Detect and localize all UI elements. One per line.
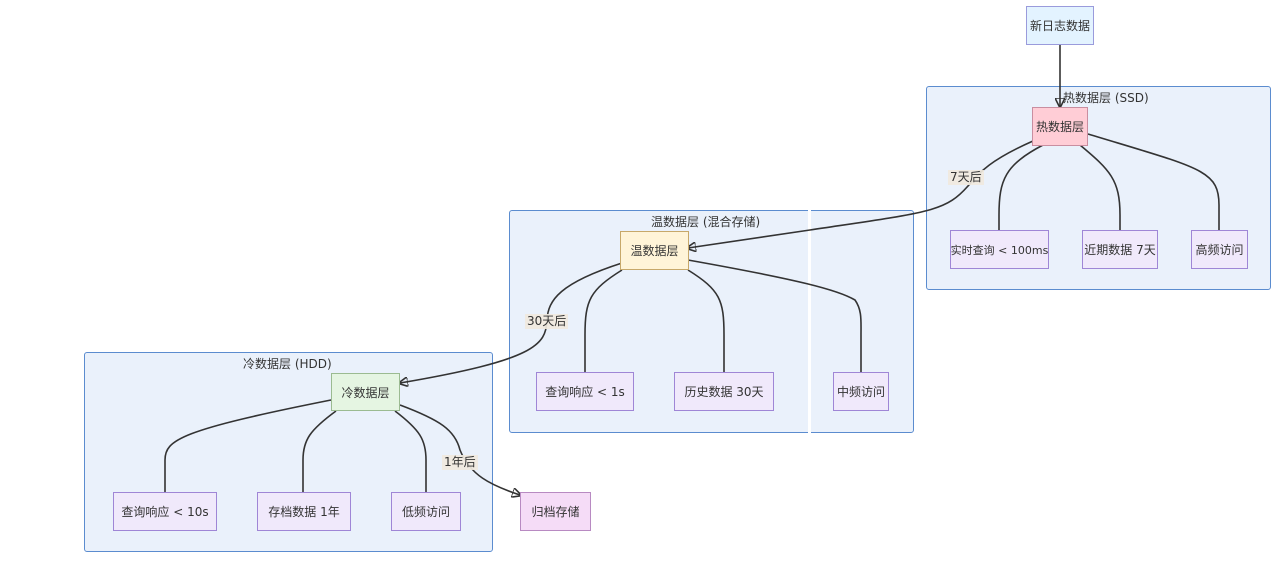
edge-label-warm-cold: 30天后 bbox=[525, 314, 569, 329]
edge-label-cold-archive: 1年后 bbox=[442, 455, 478, 470]
hot-freq-node[interactable]: 高频访问 bbox=[1191, 230, 1248, 269]
cold-cluster-title: 冷数据层 (HDD) bbox=[243, 357, 332, 371]
new-log-node[interactable]: 新日志数据 bbox=[1026, 6, 1094, 45]
warm-query-node[interactable]: 查询响应 < 1s bbox=[536, 372, 634, 411]
hot-recent-node[interactable]: 近期数据 7天 bbox=[1082, 230, 1158, 269]
warm-cluster-title: 温数据层 (混合存储) bbox=[651, 215, 761, 229]
warm-freq-node[interactable]: 中频访问 bbox=[833, 372, 889, 411]
warm-history-node[interactable]: 历史数据 30天 bbox=[674, 372, 774, 411]
hot-query-node[interactable]: 实时查询 < 100ms bbox=[950, 230, 1049, 269]
cold-query-node[interactable]: 查询响应 < 10s bbox=[113, 492, 217, 531]
cold-freq-node[interactable]: 低频访问 bbox=[391, 492, 461, 531]
hot-layer-node[interactable]: 热数据层 bbox=[1032, 107, 1088, 146]
cold-archive-node[interactable]: 存档数据 1年 bbox=[257, 492, 351, 531]
warm-cluster-divider bbox=[808, 208, 811, 435]
hot-cluster-title: 热数据层 (SSD) bbox=[1063, 91, 1149, 105]
archive-storage-node[interactable]: 归档存储 bbox=[520, 492, 591, 531]
edge-label-hot-warm: 7天后 bbox=[948, 170, 984, 185]
warm-layer-node[interactable]: 温数据层 bbox=[620, 231, 689, 270]
cold-layer-node[interactable]: 冷数据层 bbox=[331, 373, 400, 411]
